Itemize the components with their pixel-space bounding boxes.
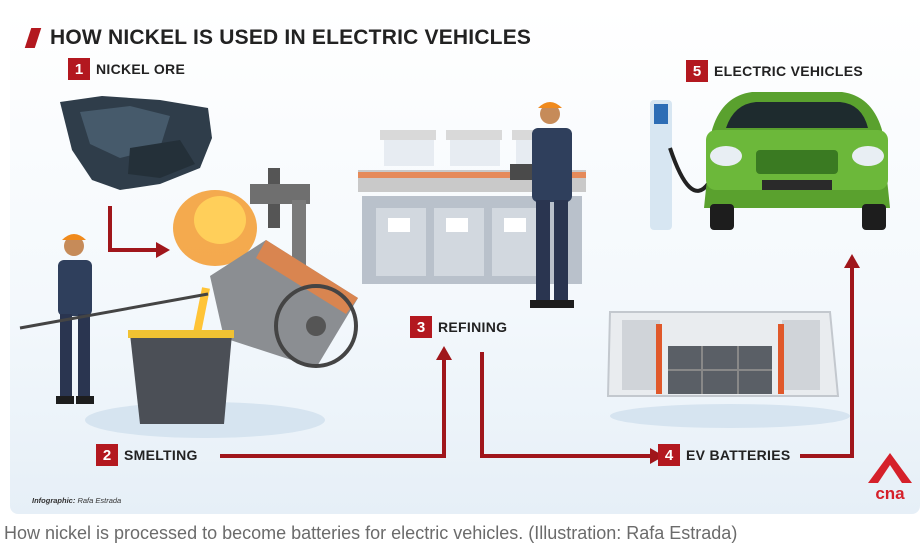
step-label: REFINING — [438, 319, 508, 335]
flow-arrows — [108, 206, 854, 458]
crane-icon — [250, 168, 310, 272]
electric-car-icon — [704, 92, 890, 230]
infographic-panel: HOW NICKEL IS USED IN ELECTRIC VEHICLES … — [10, 8, 920, 514]
step-ev-batteries: 4 EV BATTERIES — [658, 444, 790, 466]
step-nickel-ore: 1 NICKEL ORE — [68, 58, 185, 80]
fire-icon — [173, 190, 257, 266]
arrow-refining-to-batteries — [480, 352, 650, 458]
cna-logo-mark-icon: cna — [868, 453, 912, 503]
nickel-ore-icon — [60, 96, 212, 190]
credit-name: Rafa Estrada — [77, 496, 122, 505]
step-number: 2 — [96, 444, 118, 466]
battery-shadow — [610, 404, 850, 428]
ladle-icon — [210, 240, 358, 368]
credit-label: Infographic: — [32, 496, 76, 505]
arrow-batteries-to-vehicles — [800, 268, 854, 458]
cna-logo-text: cna — [875, 484, 905, 503]
arrow-smelting-to-refining — [220, 360, 446, 458]
step-label: ELECTRIC VEHICLES — [714, 63, 864, 79]
ev-battery-pack-icon — [606, 311, 840, 397]
step-label: EV BATTERIES — [686, 447, 791, 463]
step-number: 1 — [68, 58, 90, 80]
step-label: NICKEL ORE — [96, 61, 186, 77]
image-caption: How nickel is processed to become batter… — [4, 523, 738, 543]
step-number: 3 — [410, 316, 432, 338]
step-number: 5 — [686, 60, 708, 82]
ev-charger-icon — [650, 100, 710, 230]
smelter-worker-icon — [19, 234, 209, 404]
step-electric-vehicles: 5 ELECTRIC VEHICLES — [686, 60, 863, 82]
infographic-credit: Infographic: Rafa Estrada — [32, 496, 121, 505]
infographic-title: HOW NICKEL IS USED IN ELECTRIC VEHICLES — [50, 26, 532, 49]
refinery-worker-icon — [510, 102, 574, 308]
arrow-ore-to-smelting — [108, 206, 156, 252]
step-refining: 3 REFINING — [410, 316, 507, 338]
cna-logo: cna — [868, 453, 912, 508]
step-label: SMELTING — [124, 447, 198, 463]
infographic-artwork — [19, 92, 890, 464]
slag-bucket-icon — [128, 330, 234, 424]
step-smelting: 2 SMELTING — [96, 444, 198, 466]
step-number: 4 — [658, 444, 680, 466]
arrow-heads — [156, 242, 860, 464]
